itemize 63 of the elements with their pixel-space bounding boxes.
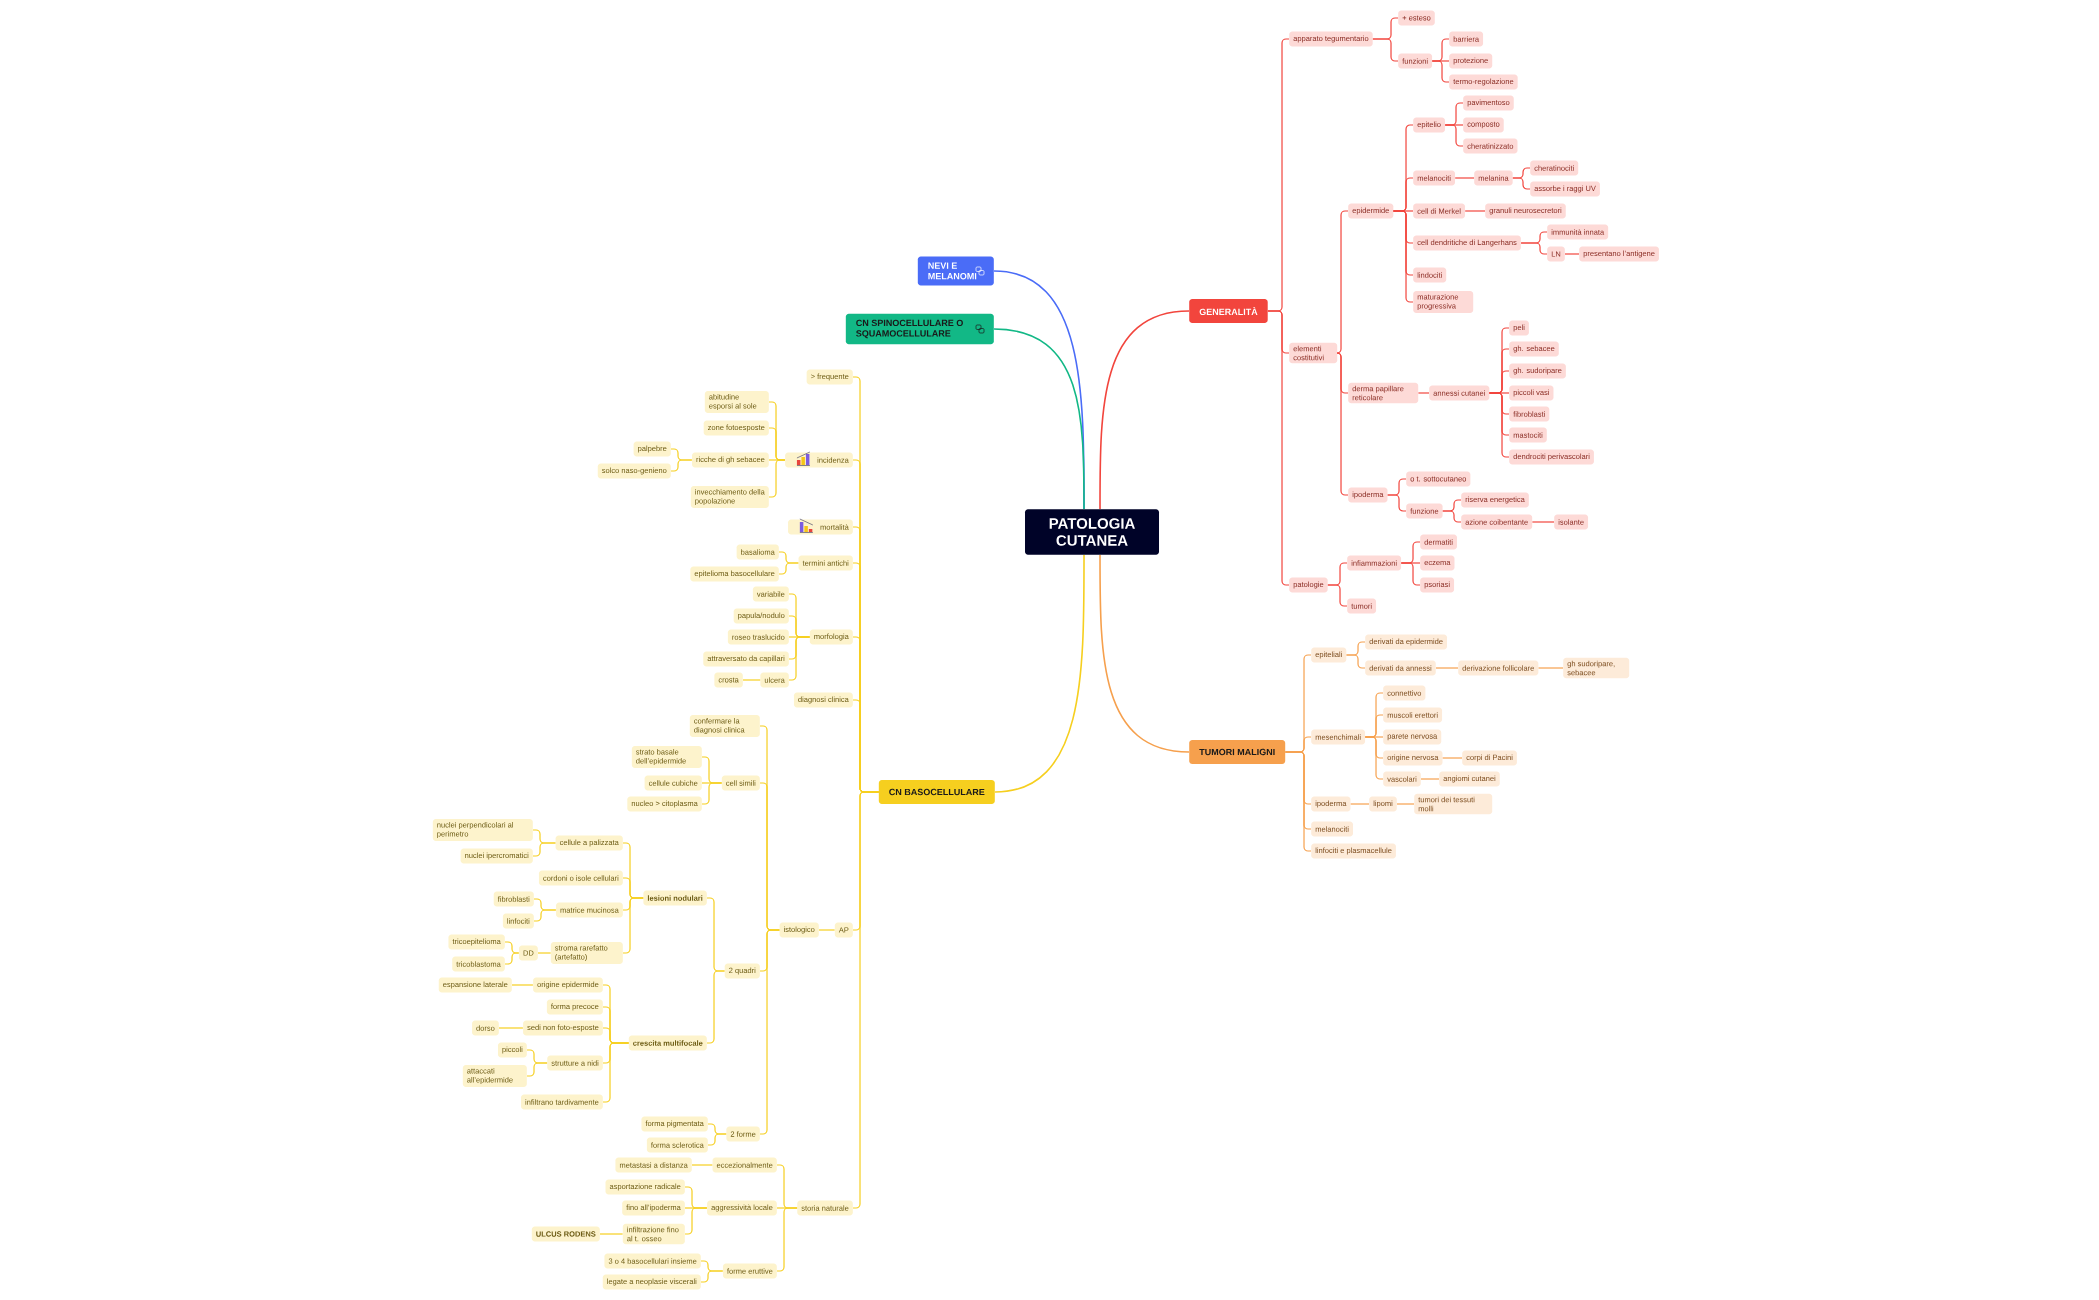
connector-line: [852, 791, 880, 1209]
connector-line: [691, 1164, 713, 1166]
connector-line: [778, 562, 799, 575]
connector-line: [1435, 667, 1459, 669]
connector-line: [1488, 392, 1510, 458]
connector-line: [701, 782, 723, 805]
connector-line: [1442, 510, 1462, 523]
connector-line: [993, 328, 1085, 510]
connector-line: [1099, 310, 1190, 510]
connector-line: [1400, 562, 1421, 586]
connector-line: [1364, 736, 1384, 780]
connector-line: [1099, 554, 1190, 753]
connector-line: [1420, 778, 1440, 780]
connector-line: [1336, 352, 1349, 496]
connector-line: [1336, 210, 1349, 354]
connector-line: [1387, 494, 1407, 512]
connector-line: [742, 679, 761, 681]
connector-line: [537, 952, 552, 954]
connector-line: [1327, 584, 1348, 607]
connector-line: [1442, 757, 1463, 759]
connector-line: [707, 1133, 727, 1146]
main-topic-box: TUMORI MALIGNI: [1189, 740, 1286, 764]
connector-line: [498, 1027, 524, 1029]
connector-line: [1392, 210, 1414, 303]
connector-line: [1284, 751, 1312, 852]
connector-line: [1564, 253, 1580, 255]
connector-line: [994, 554, 1085, 793]
connector-line: [1372, 38, 1399, 62]
connector-line: [504, 952, 520, 965]
connector-line: [1537, 667, 1564, 669]
connector-line: [1520, 242, 1548, 255]
connector-line: [776, 1207, 798, 1272]
connector-line: [1531, 521, 1555, 523]
connector-line: [788, 636, 811, 681]
connector-line: [1431, 60, 1450, 83]
connector-line: [759, 929, 780, 1135]
connector-line: [599, 1233, 624, 1235]
main-topic-box: CN BASOCELLULARE: [878, 780, 995, 804]
connector-line: [684, 1207, 708, 1235]
connector-line: [670, 459, 693, 472]
connector-line: [1417, 392, 1430, 394]
connector-line: [526, 1062, 548, 1077]
connector-line: [1267, 310, 1290, 586]
connector-line: [511, 984, 534, 986]
connector-line: [1512, 177, 1531, 190]
connector-line: [532, 842, 556, 857]
connector-line: [1444, 124, 1464, 147]
central-topic-box: PATOLOGIA CUTANEA: [1025, 509, 1159, 555]
connector-line: [602, 1042, 630, 1103]
connector-line: [1350, 803, 1370, 805]
connector-line: [1464, 210, 1486, 212]
connector-line: [818, 929, 836, 931]
connector-line: [768, 459, 786, 498]
main-topic-box: NEVI E MELANOMI: [917, 256, 994, 286]
main-topic-box: CN SPINOCELLULARE O SQUAMOCELLULARE: [845, 313, 994, 345]
connector-line: [1454, 177, 1475, 179]
connector-line: [1345, 654, 1366, 669]
main-topic-box: GENERALITÀ: [1189, 299, 1268, 323]
connector-line: [700, 1270, 724, 1283]
connector-line: [622, 897, 644, 954]
connector-line: [533, 909, 557, 922]
connector-line: [1396, 803, 1415, 805]
connector-line: [706, 970, 726, 1044]
